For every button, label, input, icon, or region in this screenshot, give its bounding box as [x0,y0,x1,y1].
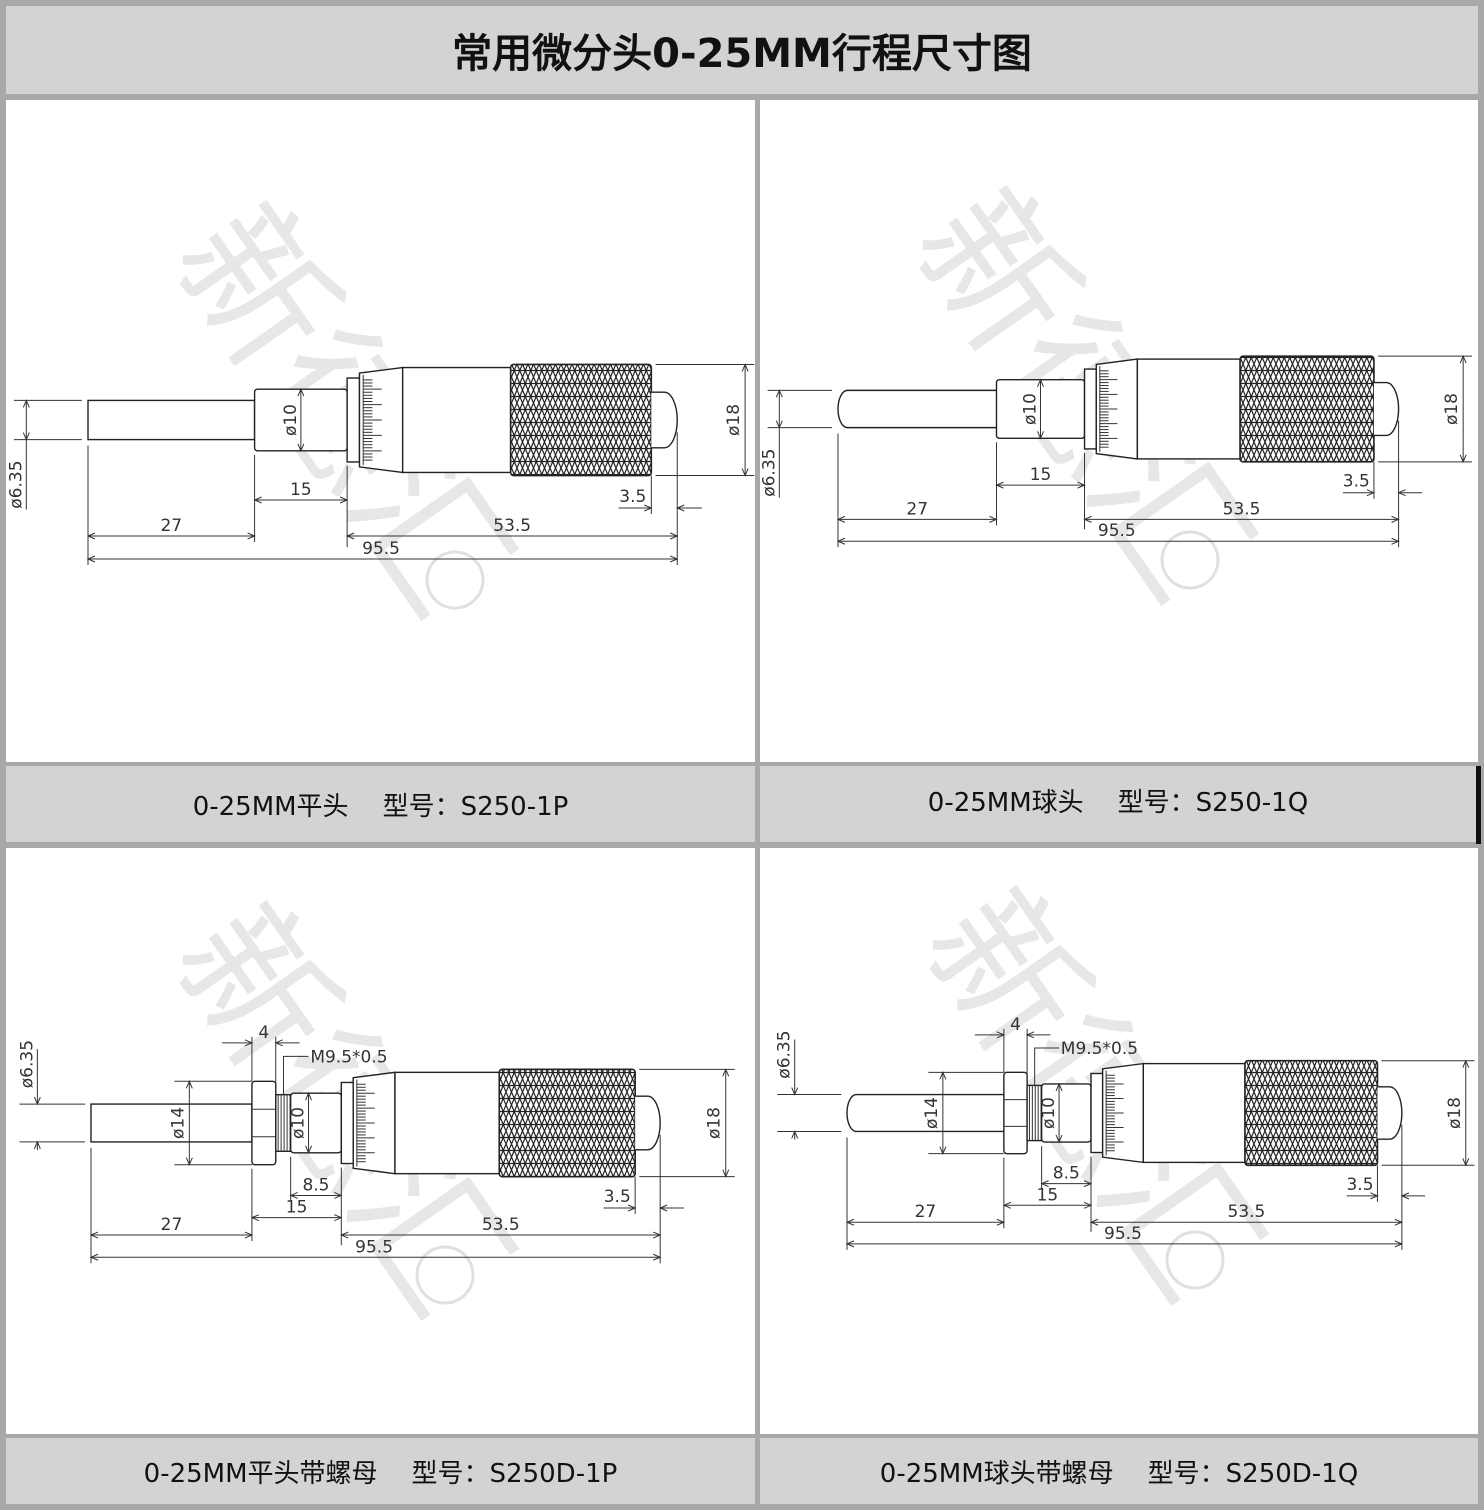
caption-name: 0-25MM球头 [927,787,1084,818]
drawing-panel-s250d-1p [6,848,755,1434]
drawing-panel-s250-1p [6,100,755,762]
caption-s250d-1p: 0-25MM平头带螺母 型号：S250D-1P [6,1438,755,1504]
caption-model: 型号：S250D-1Q [1147,1458,1359,1489]
caption-s250d-1q: 0-25MM球头带螺母 型号：S250D-1Q [760,1438,1478,1504]
caption-name: 0-25MM平头带螺母 [143,1458,378,1489]
caption-model: 型号：S250-1Q [1117,787,1309,818]
caption-name: 0-25MM平头 [192,791,349,822]
edge-bar [1476,766,1481,844]
page-title: 常用微分头0-25MM行程尺寸图 [6,6,1478,94]
caption-model: 型号：S250D-1P [411,1458,618,1489]
drawing-panel-s250d-1q [760,848,1478,1434]
caption-s250-1q: 0-25MM球头 型号：S250-1Q [760,766,1476,842]
caption-model: 型号：S250-1P [382,791,569,822]
caption-s250-1p: 0-25MM平头 型号：S250-1P [6,766,755,842]
drawing-panel-s250-1q [760,100,1478,762]
caption-name: 0-25MM球头带螺母 [879,1458,1114,1489]
